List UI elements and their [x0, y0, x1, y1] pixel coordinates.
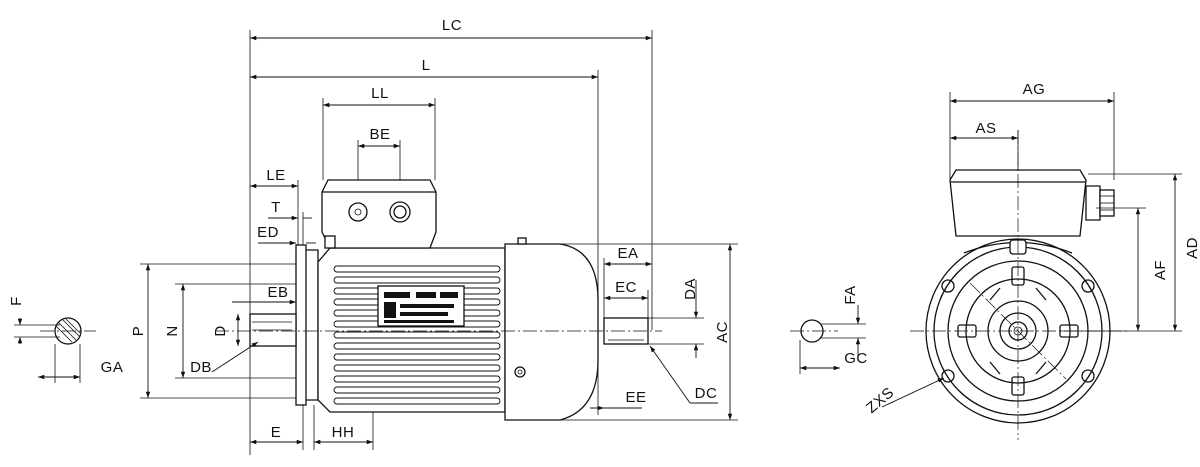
label-fa: FA	[842, 285, 859, 304]
label-e: E	[271, 424, 282, 441]
cooling-fin	[333, 342, 501, 350]
label-f: F	[8, 296, 25, 306]
label-da: DA	[682, 278, 699, 300]
label-dc: DC	[695, 385, 718, 402]
label-d: D	[212, 325, 229, 336]
rear-shaft-key-section	[790, 305, 866, 374]
flange-shape	[295, 244, 307, 406]
label-l: L	[422, 57, 431, 74]
label-ea: EA	[617, 245, 638, 262]
label-ag: AG	[1023, 81, 1046, 98]
label-ll: LL	[371, 85, 389, 102]
label-db: DB	[190, 359, 212, 376]
cooling-fin	[333, 276, 501, 284]
label-as: AS	[975, 120, 996, 137]
label-zxs: ZXS	[863, 384, 897, 417]
label-n: N	[164, 325, 181, 336]
label-gc: GC	[844, 350, 868, 367]
label-hh: HH	[332, 424, 355, 441]
label-ac: AC	[714, 321, 731, 343]
label-ga: GA	[101, 359, 124, 376]
cooling-fin	[333, 353, 501, 361]
label-ad: AD	[1184, 237, 1200, 259]
shaft-key-section	[14, 317, 96, 383]
label-ee: EE	[625, 389, 646, 406]
label-ed: ED	[257, 224, 279, 241]
terminal-box	[321, 179, 437, 249]
label-af: AF	[1152, 260, 1169, 280]
cooling-fin	[333, 265, 501, 273]
front-view	[881, 92, 1182, 440]
label-be: BE	[369, 126, 390, 143]
label-ec: EC	[615, 279, 637, 296]
label-p: P	[130, 326, 147, 337]
fan-cover	[504, 243, 599, 421]
side-view	[140, 30, 738, 455]
label-t: T	[271, 199, 281, 216]
label-le: LE	[266, 167, 285, 184]
cooling-fin	[333, 397, 501, 405]
label-eb: EB	[267, 284, 288, 301]
cooling-fin	[333, 386, 501, 394]
label-lc: LC	[442, 17, 462, 34]
cooling-fin	[333, 331, 501, 339]
cooling-fin	[333, 375, 501, 383]
cooling-fin	[333, 364, 501, 372]
